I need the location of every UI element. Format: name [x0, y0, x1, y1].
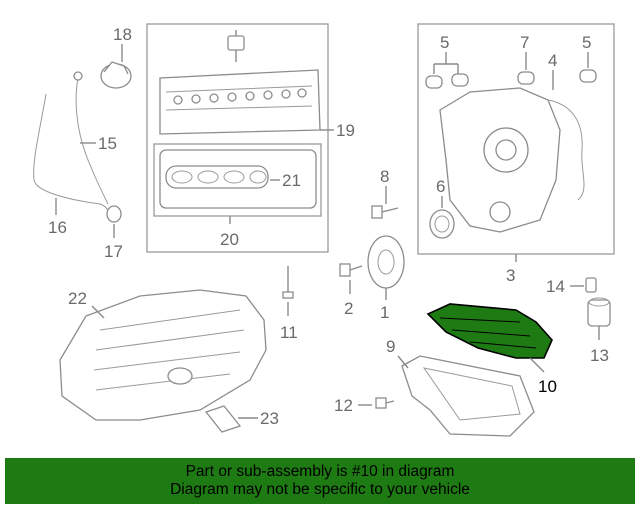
valve-cover-group-box	[146, 23, 329, 253]
part-17-oring	[106, 205, 122, 223]
callout-22: 22	[68, 289, 87, 308]
parts-diagram: 18 15 16 17 19 21 20	[33, 23, 615, 437]
part-6-seal	[429, 209, 455, 239]
callout-3: 3	[506, 266, 515, 285]
callout-8: 8	[380, 167, 389, 186]
callout-5-left: 5	[440, 33, 449, 52]
part-11-bolt	[282, 266, 294, 299]
callout-10: 10	[538, 377, 557, 396]
part-22-intake-manifold	[59, 289, 267, 421]
callout-23: 23	[260, 409, 279, 428]
gasket-group-box	[153, 143, 322, 217]
callout-4: 4	[548, 51, 557, 70]
callout-6: 6	[436, 177, 445, 196]
part-23-gasket	[204, 405, 242, 433]
callout-15: 15	[98, 134, 117, 153]
part-2-bolt	[339, 263, 363, 277]
info-banner: Part or sub-assembly is #10 in diagram D…	[5, 458, 635, 504]
callout-14: 14	[546, 277, 565, 296]
part-20-21-gaskets	[159, 149, 317, 209]
callout-11: 11	[280, 323, 298, 342]
callout-18: 18	[113, 25, 132, 44]
part-1-balancer	[367, 235, 405, 289]
callout-9: 9	[386, 337, 395, 356]
part-8-bolt	[371, 205, 399, 219]
callout-13: 13	[590, 346, 609, 365]
callout-21: 21	[282, 171, 301, 190]
banner-line-2: Diagram may not be specific to your vehi…	[170, 481, 470, 498]
callout-2: 2	[344, 299, 353, 318]
part-12-drain-plug	[375, 397, 395, 409]
part-18-oil-cap	[100, 44, 132, 89]
callout-20: 20	[220, 230, 239, 249]
part-9-oil-pan	[401, 355, 535, 437]
part-15-16-dipstick	[33, 71, 109, 213]
callout-19: 19	[336, 121, 355, 140]
part-3-timing-cover	[439, 87, 585, 233]
callout-5-right: 5	[582, 33, 591, 52]
part-13-oil-filter	[587, 297, 611, 327]
part-19-valve-cover	[159, 30, 321, 135]
callout-7: 7	[520, 33, 529, 52]
banner-line-1: Part or sub-assembly is #10 in diagram	[185, 463, 455, 480]
callout-17: 17	[104, 242, 123, 261]
callout-12: 12	[334, 396, 353, 415]
part-14-sensor	[585, 277, 597, 293]
callout-1: 1	[380, 303, 389, 322]
part-5-7-dowels	[425, 52, 597, 89]
part-10-windage-tray-highlighted[interactable]	[426, 303, 553, 359]
callout-16: 16	[48, 218, 67, 237]
